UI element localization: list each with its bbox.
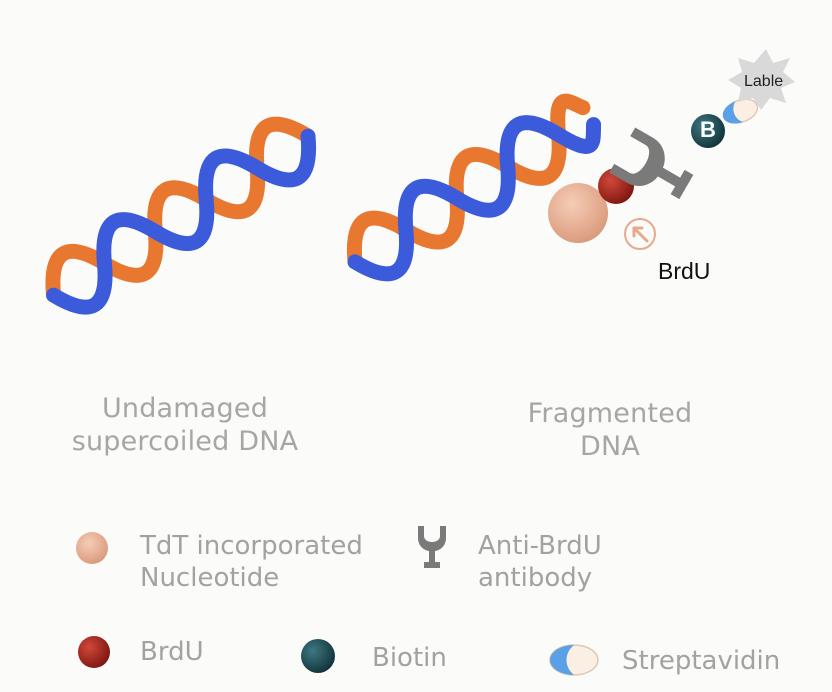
- legend-streptavidin-icon: [549, 644, 599, 676]
- brdu-label: BrdU: [658, 258, 711, 284]
- legend-line: antibody: [478, 563, 593, 593]
- caption-line: DNA: [579, 431, 641, 462]
- legend-line: TdT incorporated: [140, 531, 363, 561]
- biotin-molecule: [691, 114, 725, 148]
- caption-line: Fragmented: [527, 398, 693, 429]
- tdt-nucleotide: [548, 183, 608, 243]
- fragmented-dna-caption: Fragmented DNA: [505, 397, 715, 463]
- arrow-circle-icon: [624, 218, 656, 250]
- helix-strand-blue: [347, 115, 602, 282]
- legend-brdu-label: BrdU: [140, 637, 204, 667]
- anti-brdu-antibody: [609, 127, 694, 200]
- legend-biotin-icon: [301, 639, 335, 673]
- streptavidin-molecule: [722, 98, 759, 124]
- fragmented-dna-helix: [346, 93, 602, 282]
- undamaged-dna-helix: [45, 116, 317, 315]
- legend-antibody-icon: [418, 526, 446, 568]
- caption-line: supercoiled DNA: [71, 426, 299, 457]
- caption-line: Undamaged: [101, 393, 269, 424]
- helix-strand-blue: [46, 128, 317, 315]
- biotin-letter: B: [700, 117, 716, 142]
- legend-line: Anti-BrdU: [478, 531, 602, 561]
- helix-strand-orange: [45, 116, 316, 303]
- legend-antibody-label: Anti-BrdU antibody: [478, 530, 602, 594]
- undamaged-dna-caption: Undamaged supercoiled DNA: [60, 392, 310, 458]
- legend-streptavidin-label: Streptavidin: [622, 646, 781, 676]
- legend-brdu-icon: [78, 636, 110, 668]
- legend-line: Nucleotide: [140, 563, 280, 593]
- legend-nucleotide-icon: [76, 532, 108, 564]
- label-star-icon: [728, 49, 795, 110]
- legend-biotin-label: Biotin: [372, 643, 447, 673]
- label-text: Lable: [744, 73, 784, 90]
- legend-nucleotide-label: TdT incorporated Nucleotide: [140, 530, 363, 594]
